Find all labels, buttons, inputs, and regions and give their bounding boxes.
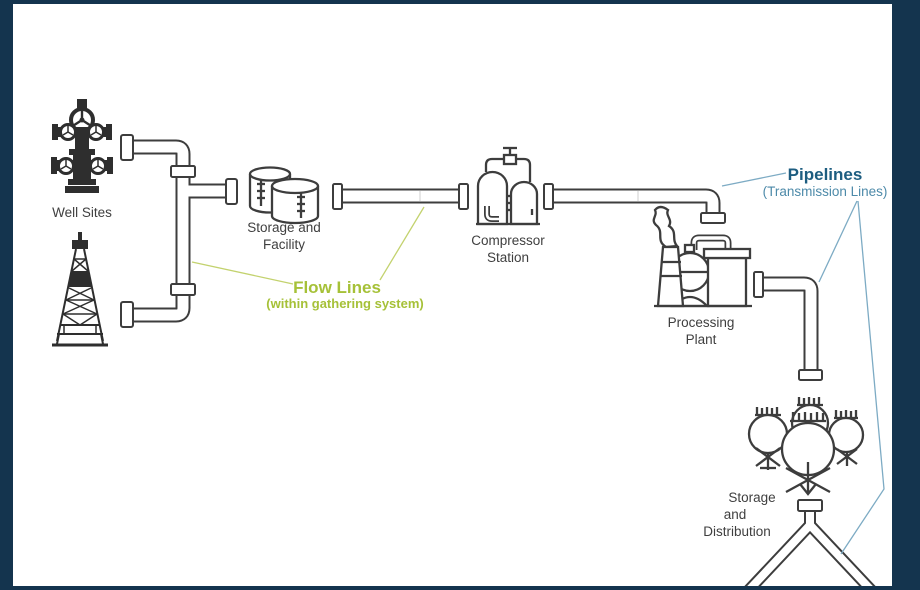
well-sites-label: Well Sites [52,205,112,220]
storage-distribution-label-line1: Storage [728,490,775,505]
derrick-icon [52,232,108,347]
storage-distribution-label-line2: and [724,507,747,522]
storage-distribution-label-line3: Distribution [703,524,771,539]
storage-facility-label-line2: Facility [263,237,305,252]
transmission-pipe-1 [543,183,726,224]
pipelines-callout-subtitle: (Transmission Lines) [763,184,888,199]
storage-facility-label-line1: Storage and [247,220,321,235]
frame-bottom [0,586,920,590]
frame-right [892,0,920,590]
processing-plant-label-line2: Plant [686,332,717,347]
sphere-tanks-icon [747,397,865,496]
well-manifold-pipe [120,134,238,328]
flow-lines-callout-subtitle: (within gathering system) [266,296,423,311]
compressor-icon [476,146,540,226]
pipelines-leaders [721,172,885,555]
transmission-pipe-2 [753,271,823,381]
distribution-pipes-icon [743,499,877,590]
compressor-station-label-line2: Station [487,250,529,265]
processing-plant-label-line1: Processing [668,315,735,330]
flow-line-pipe [332,183,469,210]
pipelines-callout-title: Pipelines [788,165,863,184]
frame-left [0,0,13,590]
flow-lines-callout-title: Flow Lines [293,278,381,297]
processing-plant-icon [652,205,752,308]
wellhead-icon [51,99,113,193]
frame-top [0,0,920,4]
storage-tanks-icon [248,166,320,225]
flow-lines-leaders [191,206,425,285]
compressor-station-label-line1: Compressor [471,233,545,248]
